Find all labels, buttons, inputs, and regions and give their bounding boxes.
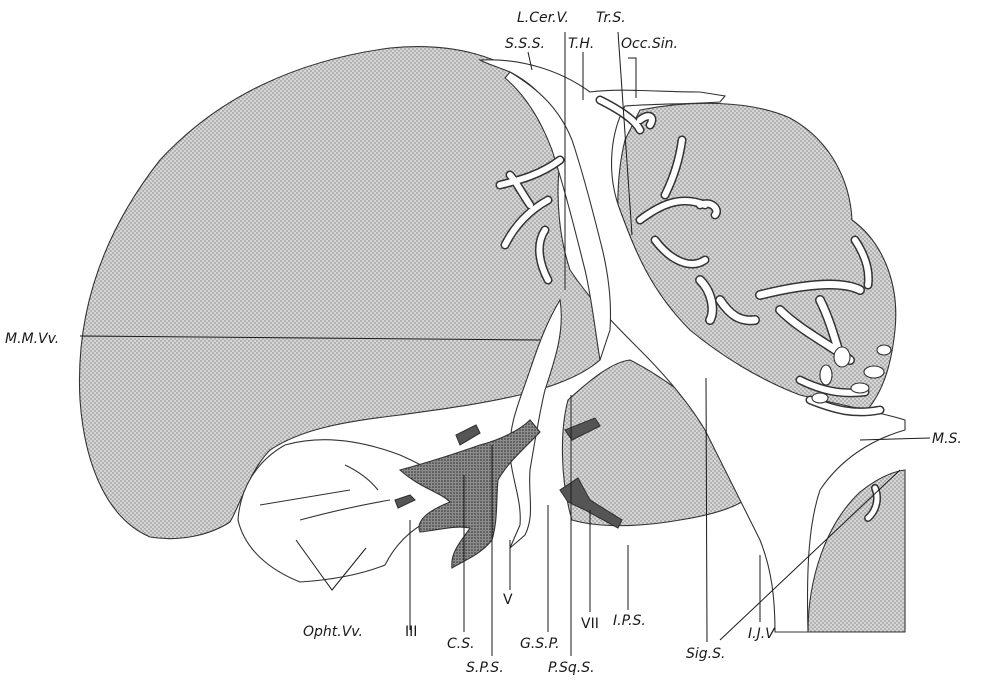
label-cs: C.S. [447,636,475,652]
label-ms: M.S. [932,431,962,447]
label-psqs: P.Sq.S. [548,660,595,676]
label-sps: S.P.S. [466,660,504,676]
label-ophtvv: Opht.Vv. [303,624,363,640]
label-ijv: I.J.V [748,626,776,642]
label-ips: I.P.S. [613,613,646,629]
label-iii: III [405,624,417,640]
label-th: T.H. [568,36,594,52]
label-vii: VII [581,616,599,632]
label-trs: Tr.S. [596,10,626,26]
label-mmvv: M.M.Vv. [5,331,59,347]
jugular-region [808,470,905,632]
label-lcerv: L.Cer.V. [517,10,569,26]
label-gsp: G.S.P. [520,636,560,652]
label-sigs: Sig.S. [686,646,725,662]
label-occsin: Occ.Sin. [621,36,678,52]
label-sss: S.S.S. [505,36,545,52]
label-v: V [503,592,513,608]
